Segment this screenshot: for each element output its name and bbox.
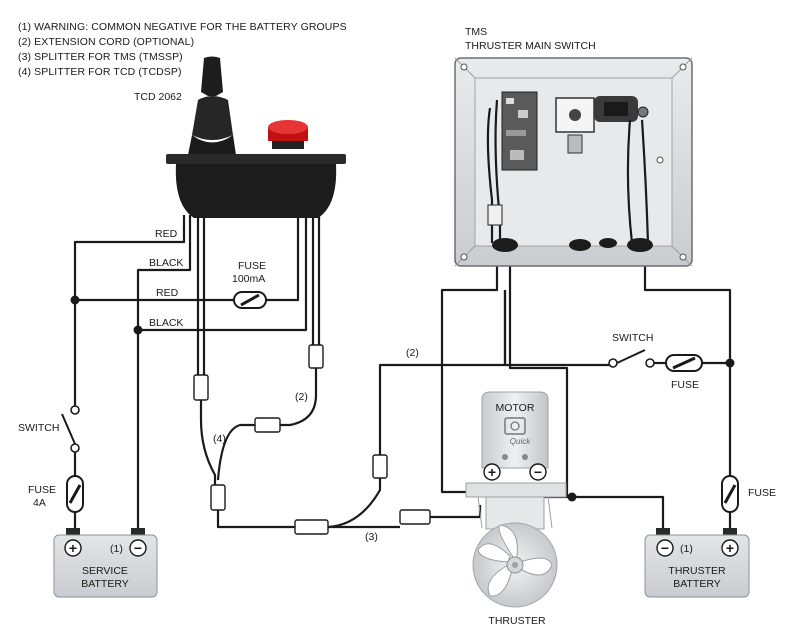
wire-ext-2 — [280, 368, 318, 427]
switch-left-lever — [61, 413, 76, 445]
fuse-left-label-1: FUSE — [28, 484, 56, 496]
note-2: (2) EXTENSION CORD (OPTIONAL) — [18, 36, 194, 48]
joystick-grip — [201, 56, 223, 96]
wire-bottom-run — [216, 510, 295, 529]
fuse-mid-label-1: FUSE — [238, 260, 266, 272]
label-red-top: RED — [155, 228, 178, 240]
thruster-label-1: THRUSTER — [668, 565, 726, 577]
fuse-100ma: FUSE 100mA — [232, 260, 267, 309]
motor-brand: Quick — [510, 437, 531, 446]
fuse-mid-label-2: 100mA — [232, 273, 265, 285]
thruster-motor: MOTOR Quick + − THRUSTER — [465, 391, 567, 627]
wire-black-mid — [138, 215, 308, 332]
wire-splitter-3-motor — [430, 505, 482, 519]
junction-dot-right — [725, 358, 735, 368]
label-black-top: BLACK — [149, 257, 183, 269]
wire-tcd-to-splitter — [199, 400, 217, 485]
motor-logo-icon — [504, 417, 526, 435]
service-label-1: SERVICE — [82, 565, 128, 577]
connector-splitter-4 — [210, 484, 226, 511]
wire-black-tcd — [136, 215, 192, 530]
fuse-4a: FUSE 4A — [28, 475, 84, 513]
thruster-minus: − — [661, 540, 669, 556]
wire-tms-to-fuse-right — [643, 258, 732, 478]
wire-tms-to-switch-right — [503, 290, 610, 367]
service-marker: (1) — [110, 543, 123, 555]
wire-to-ext-2 — [327, 478, 382, 529]
tms-gland-left — [492, 238, 518, 252]
wire-ext-2b — [216, 423, 255, 481]
marker-3: (3) — [365, 531, 378, 543]
wiring — [73, 215, 732, 530]
thruster-plus: + — [726, 540, 734, 556]
motor-plus: + — [488, 464, 496, 480]
note-4: (4) SPLITTER FOR TCD (TCDSP) — [18, 66, 182, 78]
service-minus: − — [134, 540, 142, 556]
thruster-label: THRUSTER — [488, 615, 546, 627]
wire-motor-minus-to-batt — [572, 495, 665, 530]
motor-label: MOTOR — [496, 402, 535, 414]
marker-4: (4) — [213, 433, 226, 445]
tcd-label: TCD 2062 — [134, 91, 182, 103]
tms-label-1: TMS — [465, 26, 487, 38]
switch-left-label: SWITCH — [18, 422, 59, 434]
connector-ext-2 — [254, 417, 281, 433]
notes-legend: (1) WARNING: COMMON NEGATIVE FOR THE BAT… — [18, 21, 347, 78]
connector-tcd-2 — [308, 344, 324, 369]
tcd-housing — [175, 164, 337, 218]
service-label-2: BATTERY — [81, 578, 128, 590]
marker-2-top: (2) — [406, 347, 419, 359]
switch-left: SWITCH — [18, 405, 80, 453]
joystick-base — [188, 135, 236, 155]
fuse-left-label-2: 4A — [33, 497, 46, 509]
wire-red-mid-right — [264, 215, 300, 302]
switch-right-label: SWITCH — [612, 332, 653, 344]
service-plus: + — [69, 540, 77, 556]
note-1: (1) WARNING: COMMON NEGATIVE FOR THE BAT… — [18, 21, 347, 33]
connectors — [193, 344, 431, 535]
thruster-battery: − + (1) THRUSTER BATTERY — [644, 528, 750, 598]
wire-tms-to-motor-plus — [440, 258, 499, 494]
fuse-right-label: FUSE — [748, 487, 776, 499]
junction-dots — [70, 295, 735, 502]
connector-ext-right — [372, 454, 388, 479]
fuse-right-mid: FUSE — [665, 354, 703, 391]
joystick-boot — [192, 96, 233, 140]
junction-dot-black — [133, 325, 143, 335]
tms-gland-right — [627, 238, 653, 252]
motor-mount — [465, 482, 567, 498]
marker-2-side: (2) — [295, 391, 308, 403]
junction-dot-red — [70, 295, 80, 305]
motor-minus: − — [534, 464, 542, 480]
label-red-mid: RED — [156, 287, 179, 299]
tms-label-2: THRUSTER MAIN SWITCH — [465, 40, 596, 52]
tcd-bezel — [166, 154, 346, 164]
switch-right: SWITCH — [608, 332, 655, 368]
label-black-mid: BLACK — [149, 317, 183, 329]
thruster-marker: (1) — [680, 543, 693, 555]
tcd-panel: TCD 2062 — [134, 56, 346, 218]
thruster-label-2: BATTERY — [673, 578, 720, 590]
switch-right-lever — [616, 349, 646, 364]
tms-box: TMS THRUSTER MAIN SWITCH — [454, 26, 693, 267]
fuse-right: FUSE — [721, 475, 776, 513]
junction-dot-motor-minus — [567, 492, 577, 502]
wire-red-tcd — [73, 215, 186, 408]
connector-bottom — [294, 519, 329, 535]
connector-tcd-1 — [193, 374, 209, 401]
service-battery: + − (1) SERVICE BATTERY — [53, 528, 158, 598]
connector-splitter-3 — [399, 509, 431, 525]
note-3: (3) SPLITTER FOR TMS (TMSSP) — [18, 51, 183, 63]
fuse-right-mid-label: FUSE — [671, 379, 699, 391]
